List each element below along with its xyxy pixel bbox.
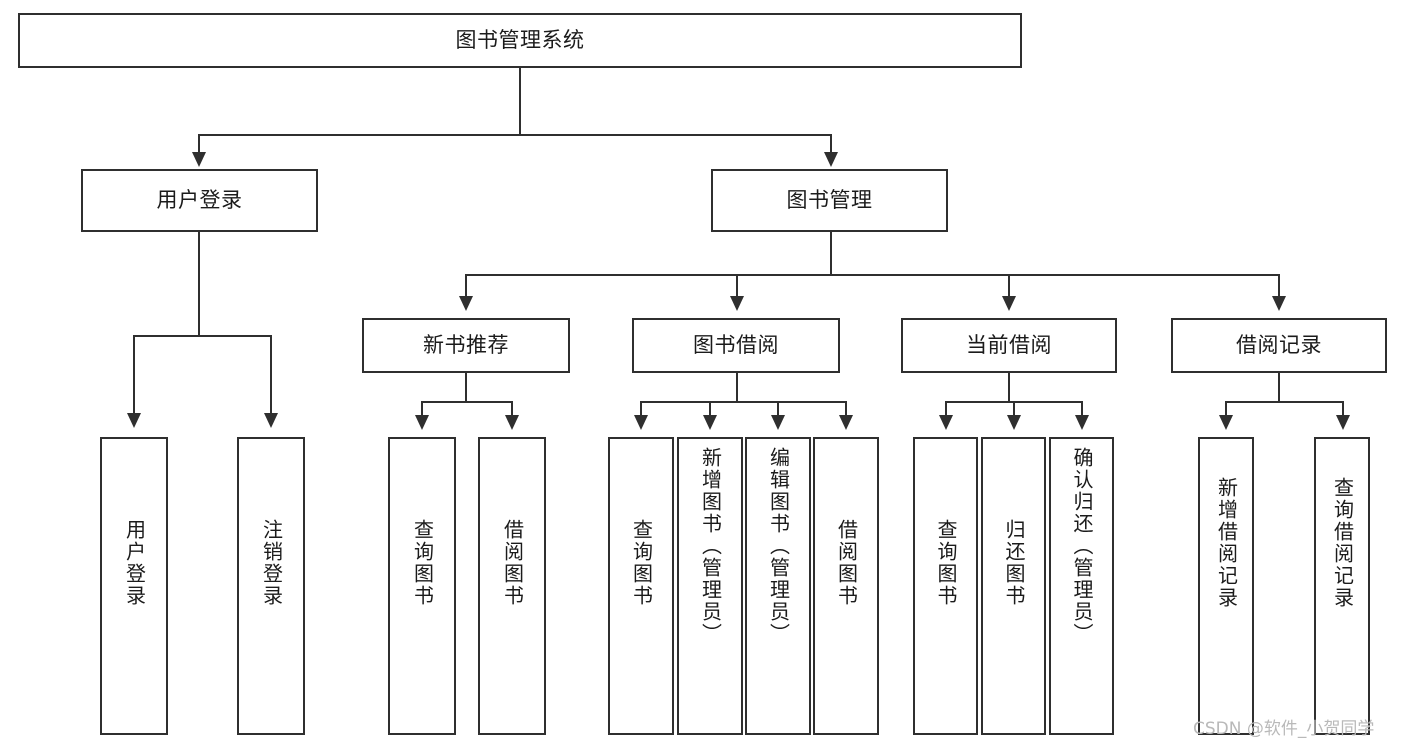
node-leaf-query-book-3[interactable]: 查询图书 xyxy=(913,437,978,735)
node-borrow-record-label: 借阅记录 xyxy=(1236,333,1322,358)
node-book-manage-label: 图书管理 xyxy=(786,188,873,213)
node-leaf-borrow-book-2[interactable]: 借阅图书 xyxy=(813,437,879,735)
node-leaf-add-borrow-record-label: 新增借阅记录 xyxy=(1214,477,1239,609)
node-leaf-borrow-book-1[interactable]: 借阅图书 xyxy=(478,437,546,735)
connector-bb-drop-4 xyxy=(845,401,847,417)
arrow-root-to-user-login xyxy=(192,152,206,167)
connector-bm-drop-4 xyxy=(1278,274,1280,298)
arrow-to-leaf-borrow-book-2 xyxy=(839,415,853,430)
node-leaf-add-book-admin[interactable]: 新增图书（管理员） xyxy=(677,437,743,735)
arrow-to-leaf-borrow-book-1 xyxy=(505,415,519,430)
connector-bb-bus xyxy=(640,401,846,403)
node-leaf-user-login-label: 用户登录 xyxy=(122,519,147,607)
arrow-to-leaf-edit-book-admin xyxy=(771,415,785,430)
connector-nbr-bus xyxy=(421,401,511,403)
connector-root-stem xyxy=(519,68,521,135)
node-book-borrow-label: 图书借阅 xyxy=(693,333,779,358)
connector-cb-drop-1 xyxy=(945,401,947,417)
node-user-login[interactable]: 用户登录 xyxy=(81,169,318,232)
connector-bb-drop-1 xyxy=(640,401,642,417)
node-user-login-label: 用户登录 xyxy=(156,188,243,213)
arrow-to-leaf-add-book-admin xyxy=(703,415,717,430)
connector-root-to-user-login xyxy=(198,134,200,154)
arrow-to-leaf-confirm-return-admin xyxy=(1075,415,1089,430)
node-leaf-query-book-1[interactable]: 查询图书 xyxy=(388,437,456,735)
arrow-to-leaf-query-borrow-record xyxy=(1336,415,1350,430)
node-leaf-confirm-return-admin[interactable]: 确认归还（管理员） xyxy=(1049,437,1114,735)
node-leaf-return-book-label: 归还图书 xyxy=(1002,519,1026,607)
connector-user-login-drop-2 xyxy=(270,335,272,415)
node-new-book-recommend[interactable]: 新书推荐 xyxy=(362,318,570,373)
node-leaf-edit-book-admin[interactable]: 编辑图书（管理员） xyxy=(745,437,811,735)
node-leaf-borrow-book-1-label: 借阅图书 xyxy=(500,519,525,607)
arrow-to-leaf-query-book-1 xyxy=(415,415,429,430)
node-leaf-confirm-return-admin-label: 确认归还（管理员） xyxy=(1070,447,1094,645)
node-root[interactable]: 图书管理系统 xyxy=(18,13,1022,68)
arrow-to-leaf-user-logout xyxy=(264,413,278,428)
connector-user-login-stem xyxy=(198,232,200,336)
arrow-to-leaf-query-book-2 xyxy=(634,415,648,430)
node-leaf-return-book[interactable]: 归还图书 xyxy=(981,437,1046,735)
connector-bm-drop-3 xyxy=(1008,274,1010,298)
connector-user-login-bus xyxy=(133,335,270,337)
arrow-to-leaf-add-borrow-record xyxy=(1219,415,1233,430)
node-leaf-user-logout[interactable]: 注销登录 xyxy=(237,437,305,735)
node-leaf-query-borrow-record[interactable]: 查询借阅记录 xyxy=(1314,437,1370,735)
connector-nbr-stem xyxy=(465,373,467,402)
connector-user-login-drop-1 xyxy=(133,335,135,415)
arrow-to-new-book-recommend xyxy=(459,296,473,311)
connector-cb-stem xyxy=(1008,373,1010,402)
connector-bb-stem xyxy=(736,373,738,402)
node-book-borrow[interactable]: 图书借阅 xyxy=(632,318,840,373)
arrow-to-borrow-record xyxy=(1272,296,1286,311)
node-leaf-add-book-admin-label: 新增图书（管理员） xyxy=(698,447,723,645)
connector-bb-drop-2 xyxy=(709,401,711,417)
connector-br-bus xyxy=(1225,401,1342,403)
connector-book-manage-stem xyxy=(830,232,832,275)
node-leaf-query-borrow-record-label: 查询借阅记录 xyxy=(1330,477,1355,609)
connector-nbr-drop-1 xyxy=(421,401,423,417)
connector-cb-drop-3 xyxy=(1081,401,1083,417)
connector-bb-drop-3 xyxy=(777,401,779,417)
node-borrow-record[interactable]: 借阅记录 xyxy=(1171,318,1387,373)
connector-bm-drop-1 xyxy=(465,274,467,298)
arrow-to-leaf-user-login xyxy=(127,413,141,428)
arrow-to-leaf-return-book xyxy=(1007,415,1021,430)
node-leaf-query-book-3-label: 查询图书 xyxy=(934,519,958,607)
arrow-to-book-borrow xyxy=(730,296,744,311)
connector-nbr-drop-2 xyxy=(511,401,513,417)
connector-root-to-book-manage xyxy=(830,134,832,154)
connector-bm-drop-2 xyxy=(736,274,738,298)
node-new-book-recommend-label: 新书推荐 xyxy=(423,333,509,358)
node-leaf-user-logout-label: 注销登录 xyxy=(259,519,284,607)
connector-cb-drop-2 xyxy=(1013,401,1015,417)
node-leaf-borrow-book-2-label: 借阅图书 xyxy=(834,519,859,607)
node-leaf-query-book-2-label: 查询图书 xyxy=(629,519,654,607)
node-leaf-add-borrow-record[interactable]: 新增借阅记录 xyxy=(1198,437,1254,735)
arrow-to-current-borrow xyxy=(1002,296,1016,311)
arrow-root-to-book-manage xyxy=(824,152,838,167)
connector-book-manage-bus xyxy=(465,274,1279,276)
connector-root-bus xyxy=(198,134,831,136)
node-root-label: 图书管理系统 xyxy=(455,28,585,53)
arrow-to-leaf-query-book-3 xyxy=(939,415,953,430)
connector-br-stem xyxy=(1278,373,1280,402)
node-leaf-edit-book-admin-label: 编辑图书（管理员） xyxy=(766,447,791,645)
connector-br-drop-1 xyxy=(1225,401,1227,417)
node-book-manage[interactable]: 图书管理 xyxy=(711,169,948,232)
node-leaf-user-login[interactable]: 用户登录 xyxy=(100,437,168,735)
node-leaf-query-book-2[interactable]: 查询图书 xyxy=(608,437,674,735)
connector-br-drop-2 xyxy=(1342,401,1344,417)
node-leaf-query-book-1-label: 查询图书 xyxy=(410,519,435,607)
node-current-borrow-label: 当前借阅 xyxy=(966,333,1052,358)
node-current-borrow[interactable]: 当前借阅 xyxy=(901,318,1117,373)
